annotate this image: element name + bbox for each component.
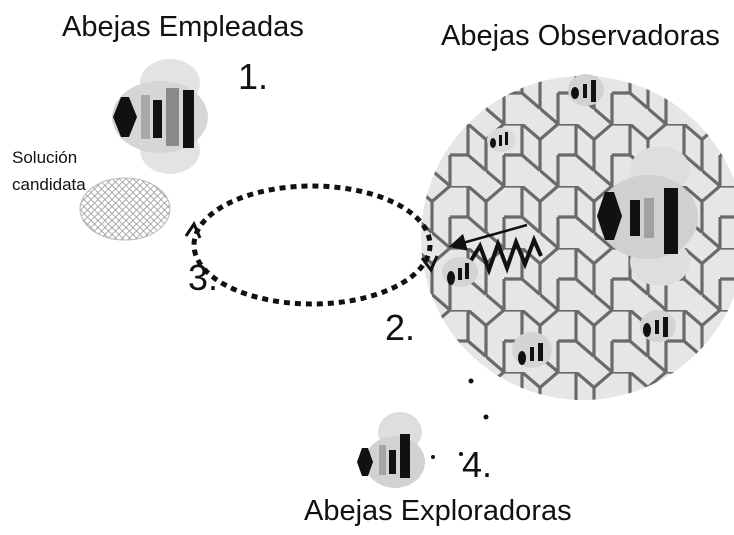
loop-arrow-tip-left — [186, 224, 200, 238]
step-4-label: 4. — [462, 444, 492, 485]
onlooker-bees-label: Abejas Observadoras — [441, 20, 720, 52]
step-1-label: 1. — [238, 56, 268, 97]
candidate-solution-patch — [80, 178, 170, 240]
scout-bee-icon — [357, 412, 425, 488]
dashed-cycle-loop — [194, 186, 430, 304]
employed-bee-icon — [112, 59, 208, 174]
small-bee-icon-bottom — [512, 332, 552, 368]
employed-bees-label: Abejas Empleadas — [62, 11, 304, 43]
small-bee-icon-top — [568, 74, 604, 106]
candidate-solution-label-line2: candidata — [12, 175, 86, 194]
small-bee-icon-right — [640, 310, 676, 342]
scout-bees-label: Abejas Exploradoras — [304, 495, 572, 527]
dancing-bee-icon — [442, 257, 478, 287]
candidate-solution-label-line1: Solución — [12, 148, 77, 167]
small-bee-icon-left — [487, 128, 515, 152]
step-2-label: 2. — [385, 307, 415, 348]
